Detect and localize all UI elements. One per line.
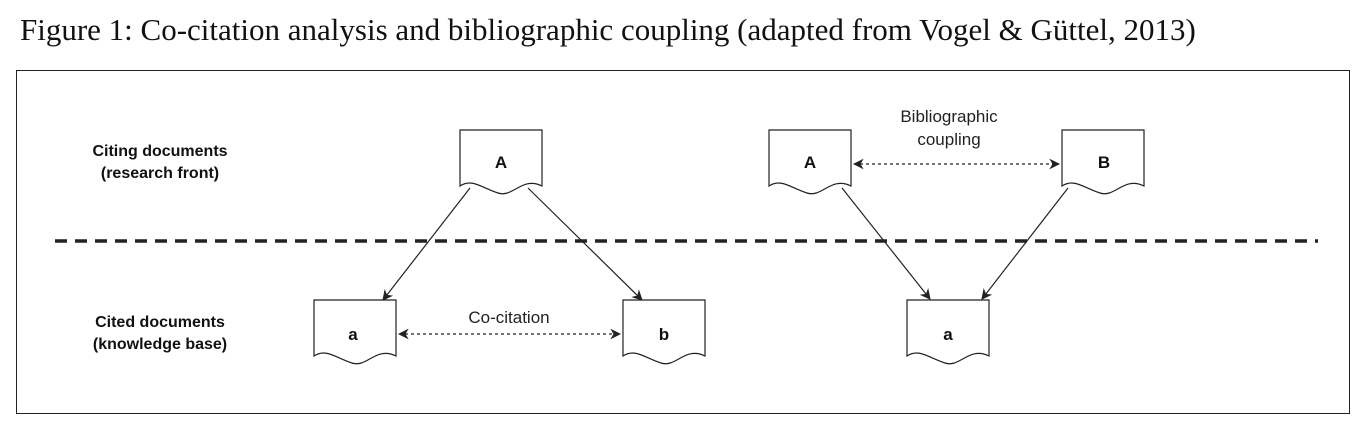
cited-documents-line2: (knowledge base) [93,336,227,353]
citation-arrow-A-to-a [382,187,471,301]
figure-caption: Figure 1: Co-citation analysis and bibli… [20,12,1196,47]
coupling-citing-doc-A: A [768,129,852,195]
citation-arrow-A-to-b [527,187,643,301]
citing-documents-line2: (research front) [101,165,219,182]
doc-letter: A [804,153,816,172]
doc-letter: a [943,325,953,344]
coupling-citing-doc-B: B [1061,129,1145,195]
bibliographic-coupling-label-line1: Bibliographic [900,107,998,126]
co-citation-citing-doc-A: A [459,129,543,195]
citing-documents-label: Citing documents (research front) [92,143,227,182]
cited-documents-label: Cited documents (knowledge base) [93,314,227,353]
co-citation-cited-doc-b: b [622,299,706,365]
doc-letter: B [1098,153,1110,172]
co-citation-cited-doc-a: a [313,299,397,365]
diagram-frame [16,70,1350,414]
coupling-cited-doc-a: a [906,299,990,365]
cited-documents-line1: Cited documents [95,314,225,331]
doc-letter: a [348,325,358,344]
bibliographic-coupling-label-line2: coupling [917,130,980,149]
doc-letter: b [659,325,669,344]
citation-arrow-B-to-a-coupling [981,187,1069,300]
co-citation-label: Co-citation [468,308,549,327]
citing-documents-line1: Citing documents [92,143,227,160]
citation-arrow-A-to-a-coupling [841,187,931,300]
doc-letter: A [495,153,507,172]
